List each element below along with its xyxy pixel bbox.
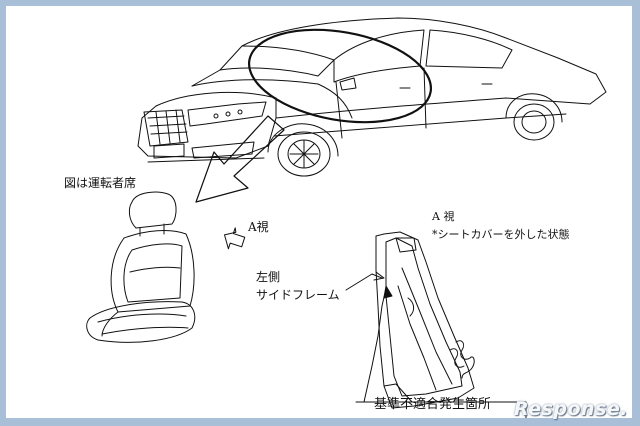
view-a-arrow	[223, 227, 246, 250]
highlight-ellipse	[247, 28, 433, 124]
seat-cover-note: *シートカバーを外した状態	[432, 228, 570, 241]
caption-driver-seat: 図は運転者席	[64, 176, 137, 190]
view-a-label: A視	[248, 220, 269, 234]
left-side-leader	[345, 273, 383, 291]
seat-illustration	[86, 191, 196, 343]
view-a-detail-label: A 視	[432, 210, 455, 223]
defect-leader	[363, 287, 387, 403]
pointer-arrow	[195, 115, 285, 203]
left-side-arrowhead	[373, 271, 385, 281]
defect-marker	[383, 285, 393, 299]
car-illustration	[137, 17, 607, 177]
side-frame-illustration	[375, 231, 475, 409]
response-watermark-logo: Response.	[514, 398, 628, 420]
diagram-sheet: 図は運転者席 A視 A 視 *シートカバーを外した状態 左側 サイドフレーム 基…	[6, 6, 632, 418]
defect-label-box	[355, 401, 527, 418]
side-frame-label: サイドフレーム	[256, 288, 340, 302]
left-side-label: 左側	[256, 270, 281, 284]
nonconformity-location-label: 基準不適合発生箇所	[374, 397, 492, 412]
recall-diagram	[86, 17, 607, 418]
